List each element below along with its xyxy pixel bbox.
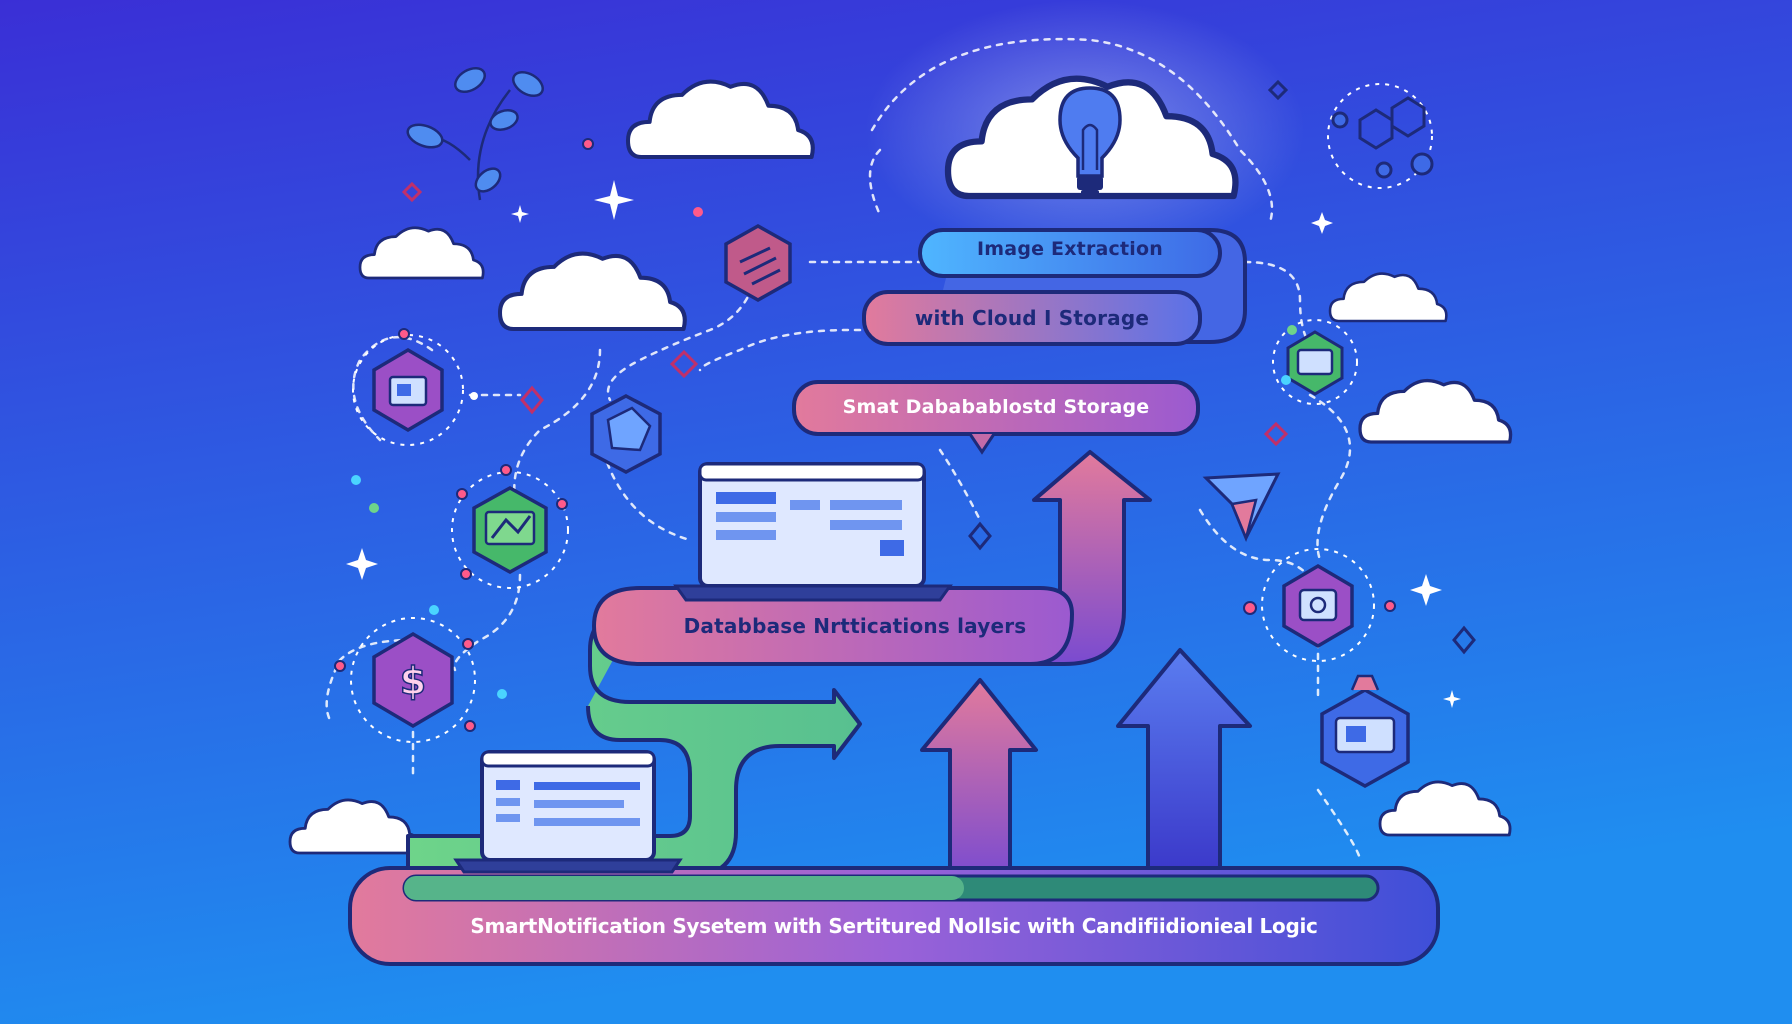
cloud-storage-pill <box>862 290 1202 346</box>
database-notifications-pill <box>591 586 1075 666</box>
cloud-storage-label: with Cloud I Storage <box>914 306 1150 330</box>
smart-notification-system-label: SmartNotification Sysetem with Sertiture… <box>470 914 1318 938</box>
chart-icon-node <box>451 471 569 589</box>
database-icon-node <box>1320 674 1410 789</box>
monitor-icon-node <box>1272 319 1358 405</box>
diamond-decorations <box>401 79 1476 655</box>
laptop-center <box>673 462 953 602</box>
smart-database-pill <box>792 380 1200 455</box>
smart-notification-system-pill <box>348 866 1440 966</box>
database-notifications-label: Databbase Nrttications layers <box>683 614 1027 638</box>
paper-plane-icon <box>1202 472 1281 542</box>
dot-decorations <box>334 138 1396 732</box>
molecule-icon <box>1327 83 1434 189</box>
lightbulb-icon <box>1058 86 1122 196</box>
plant-icon <box>406 66 544 201</box>
disk-icon-node <box>1261 548 1375 662</box>
smart-database-label: Smat Dababablostd Storage <box>842 396 1150 418</box>
sparkle-decorations <box>346 174 1461 708</box>
dollar-icon-node: $ <box>350 617 476 743</box>
gem-icon-node <box>590 394 662 474</box>
green-s-path <box>406 608 862 878</box>
image-icon-node <box>352 334 464 446</box>
laptop-bottom-left <box>453 750 683 874</box>
svg-text:$: $ <box>400 659 426 703</box>
image-extraction-label: Image Extraction <box>977 238 1163 260</box>
brain-icon-node <box>724 223 792 303</box>
